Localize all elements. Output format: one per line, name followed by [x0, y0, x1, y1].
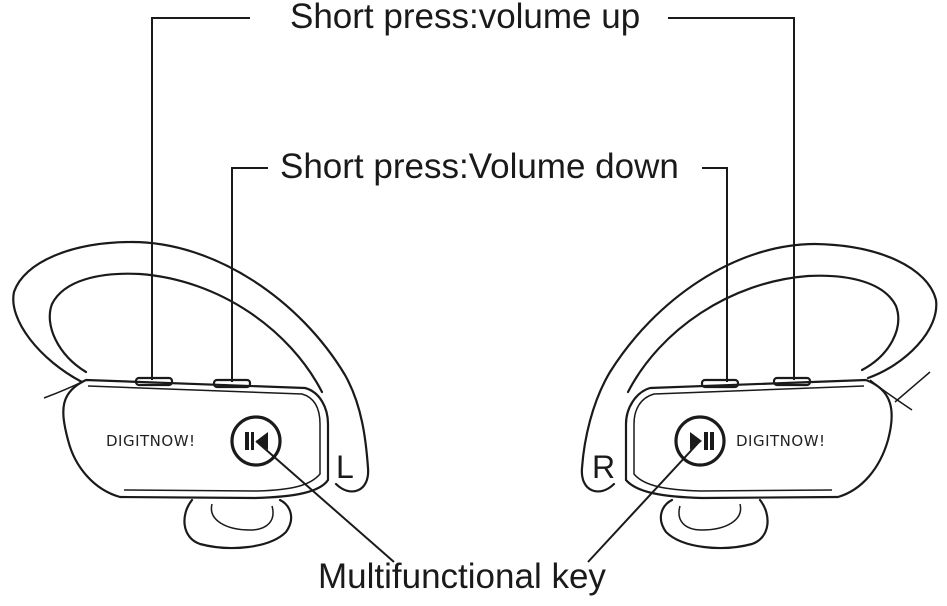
- right-ear-tip: [659, 498, 769, 550]
- previous-track-icon: [245, 432, 268, 450]
- multifunction-leader-right: [587, 440, 701, 563]
- left-body: [62, 378, 330, 500]
- right-brand-label: DIGITNOW!: [736, 432, 826, 450]
- left-panel: [87, 385, 321, 492]
- right-earbud: DIGITNOW! R: [580, 242, 938, 550]
- volume-down-label: Short press:Volume down: [280, 147, 679, 186]
- left-ear-hook-inner: [48, 272, 324, 394]
- right-side-label: R: [592, 449, 615, 485]
- volume-down-leader-right: [702, 167, 728, 382]
- multifunctional-key-label: Multifunctional key: [318, 557, 606, 596]
- left-ear-hook: [12, 240, 370, 493]
- right-volume-up-button[interactable]: [772, 376, 812, 387]
- left-volume-up-button[interactable]: [134, 376, 174, 387]
- multifunction-leader-left: [255, 440, 395, 563]
- right-hook-notch: [894, 371, 931, 403]
- play-pause-icon: [690, 432, 714, 450]
- right-ear-hook-inner: [626, 274, 900, 394]
- volume-up-leader-left: [151, 17, 250, 380]
- left-earbud: DIGITNOW! L: [12, 240, 370, 550]
- right-ear-tip-inner: [678, 503, 742, 531]
- right-body: [624, 378, 893, 500]
- right-panel: [633, 385, 865, 492]
- right-ear-hook: [580, 242, 938, 493]
- volume-down-leader-left: [231, 167, 268, 382]
- left-ear-tip-inner: [210, 503, 274, 531]
- right-volume-down-button[interactable]: [700, 378, 740, 389]
- volume-up-label: Short press:volume up: [290, 0, 640, 36]
- left-ear-tip: [183, 498, 293, 550]
- volume-up-leader-right: [668, 17, 795, 380]
- left-brand-label: DIGITNOW!: [106, 432, 196, 450]
- left-side-label: L: [336, 449, 354, 485]
